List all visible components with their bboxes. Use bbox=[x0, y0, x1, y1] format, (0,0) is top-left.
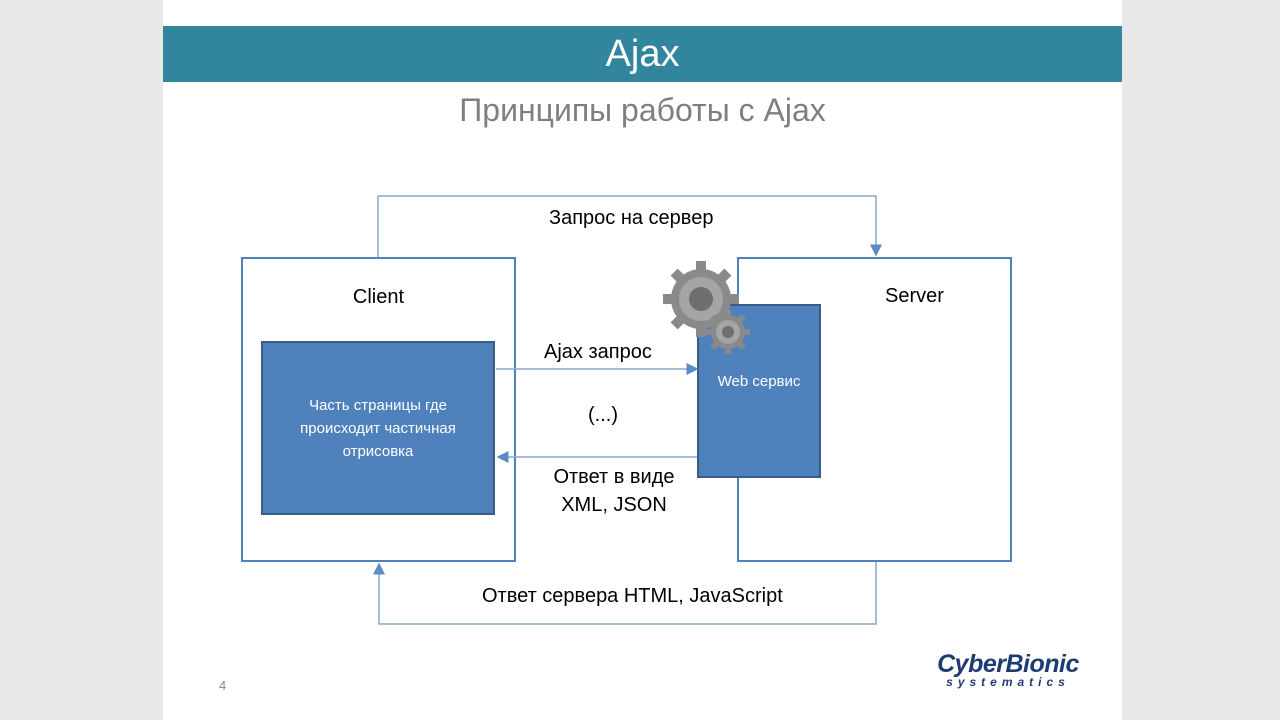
cyberbionic-logo: CyberBionic systematics bbox=[933, 650, 1083, 689]
response-xml-json-label: Ответ в виде XML, JSON bbox=[553, 466, 675, 516]
web-service-text: Web сервис bbox=[717, 373, 801, 390]
logo-sub-text: systematics bbox=[946, 675, 1070, 689]
slide-title: Ajax bbox=[605, 32, 680, 75]
ellipsis-label: (...) bbox=[588, 404, 618, 426]
logo-main-text: CyberBionic bbox=[937, 650, 1079, 678]
slide: Ajax Принципы работы с Ajax Client Часть… bbox=[163, 0, 1122, 720]
slide-number: 4 bbox=[219, 678, 227, 693]
client-inner-text: Часть страницы где происходит частичная … bbox=[300, 396, 456, 460]
arrow-up-icon bbox=[373, 562, 877, 625]
ajax-request-label: Ajax запрос bbox=[544, 341, 652, 363]
client-partial-render-area: Часть страницы где происходит частичная … bbox=[261, 341, 495, 515]
request-to-server-label: Запрос на сервер bbox=[549, 207, 714, 229]
gears-icon bbox=[663, 261, 750, 354]
server-label: Server bbox=[885, 285, 944, 307]
client-label: Client bbox=[352, 286, 405, 308]
slide-subtitle: Принципы работы с Ajax bbox=[459, 92, 826, 128]
server-response-label: Ответ сервера HTML, JavaScript bbox=[482, 585, 783, 607]
slide-title-bar: Ajax bbox=[163, 26, 1122, 82]
arrow-down-icon bbox=[377, 195, 882, 257]
